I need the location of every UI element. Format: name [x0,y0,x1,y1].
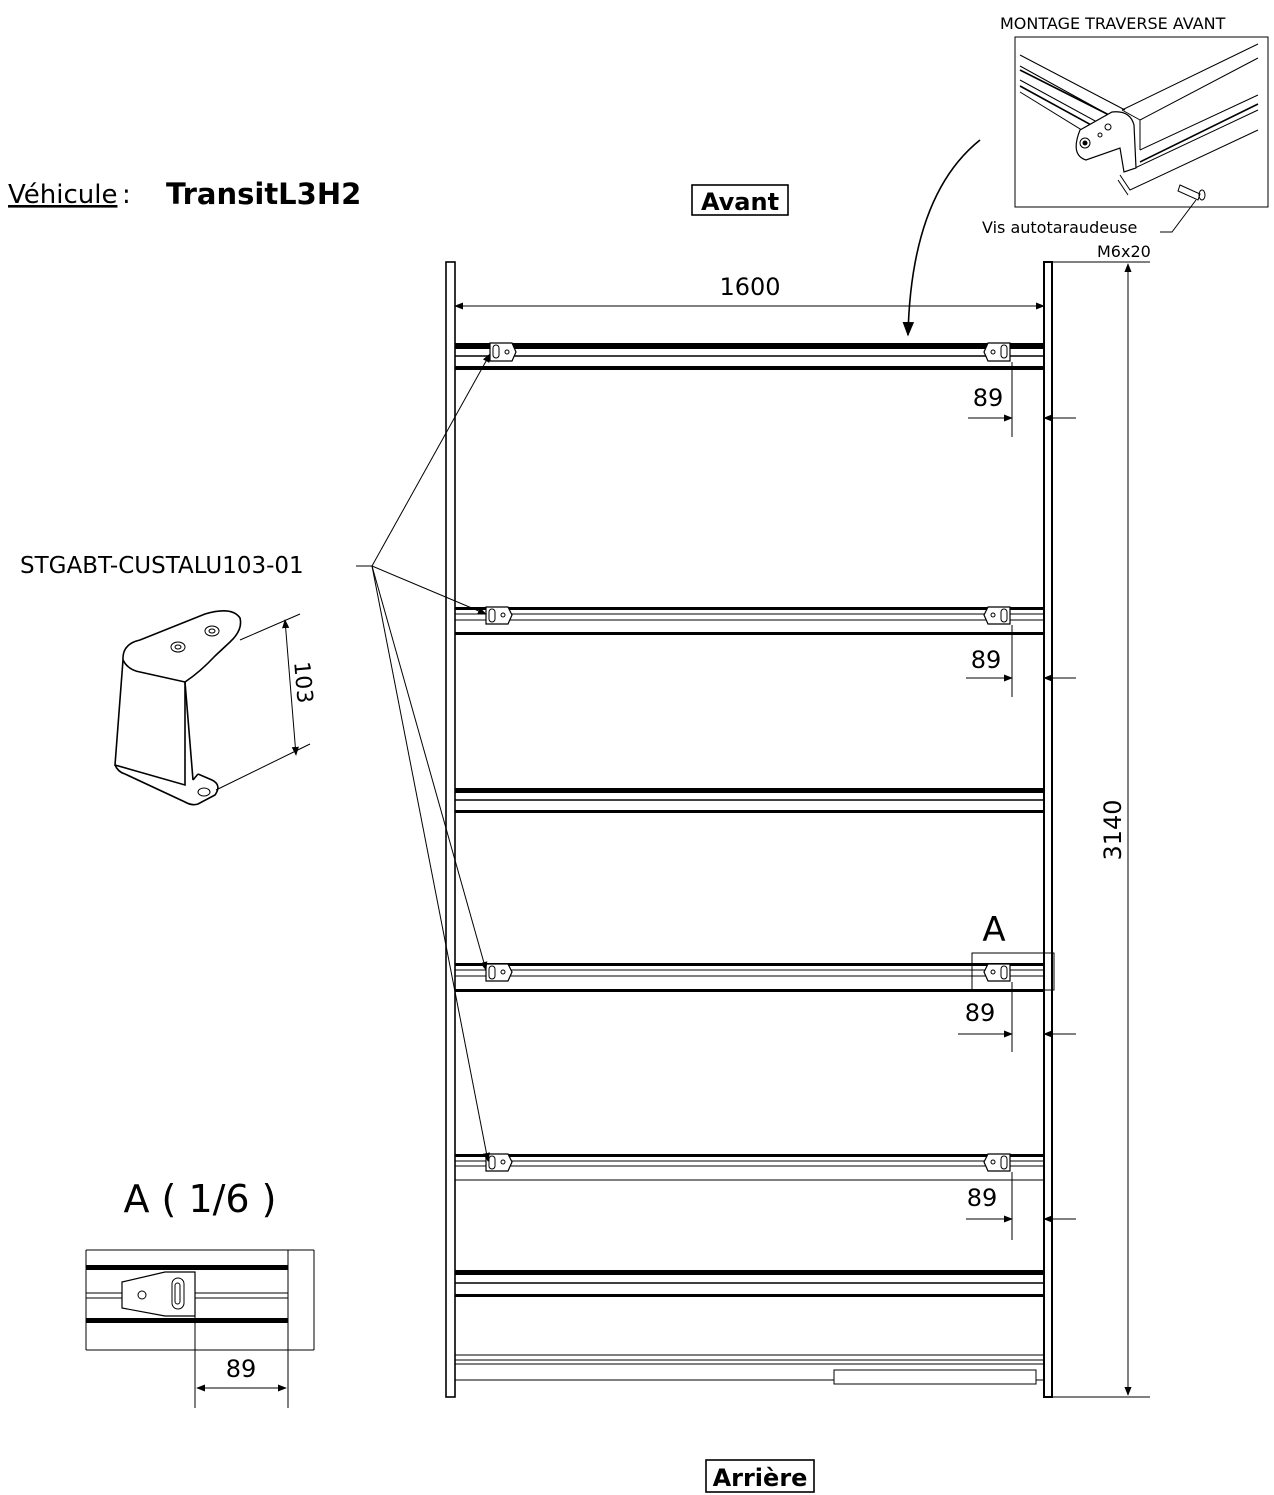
vehicle-model: TransitL3H2 [166,177,361,211]
left-side-wall [445,261,456,1398]
offset-value-4: 89 [967,1184,998,1212]
screw-label-line1: Vis autotaraudeuse [982,218,1137,237]
section-a-title: A ( 1/6 ) [123,1177,276,1221]
crossbar-6 [455,1270,1044,1297]
front-label-text: Avant [701,188,779,216]
bracket-right-1 [983,342,1011,362]
bracket-right-4 [983,1153,1011,1172]
rear-label: Arrière [705,1459,815,1493]
offset-value-1: 89 [973,384,1004,412]
width-value: 1600 [719,273,780,301]
part-reference-label: STGABT-CUSTALU103-01 [20,553,304,579]
crossbar-front [455,343,1044,370]
vehicle-label: Véhicule [8,180,117,210]
crossbar-rear [455,1354,1044,1385]
detail-title: MONTAGE TRAVERSE AVANT [1000,14,1226,33]
bracket-left-4 [485,1153,513,1172]
bracket-height-value: 103 [288,660,317,704]
offset-dimension-3: 89 [958,982,1076,1052]
length-dimension: 3140 [1052,261,1150,1398]
bracket-left-1 [489,342,517,362]
right-side-wall [1043,261,1053,1398]
bracket-left-3 [485,963,513,982]
length-value: 3140 [1099,799,1127,860]
floor-plan: A [445,261,1055,1398]
offset-value-3: 89 [965,999,996,1027]
section-a-offset-value: 89 [226,1355,257,1383]
crossbar-3 [455,788,1044,813]
section-a-marker: A [982,910,1005,950]
detail-frame [1014,36,1269,208]
screw-label-line2: M6x20 [1097,242,1151,261]
vehicle-header: Véhicule : TransitL3H2 [8,177,361,211]
front-label: Avant [691,184,789,216]
crossbar-2 [455,607,1044,635]
bracket-isometric-view: 103 [114,610,317,806]
section-a-callout-box [971,952,1055,991]
rear-label-text: Arrière [713,1464,808,1492]
offset-dimension-4: 89 [966,1172,1076,1240]
bracket-left-2 [485,606,513,625]
vehicle-separator: : [122,180,131,210]
crossbar-4 [455,963,1044,992]
part-reference-callout: STGABT-CUSTALU103-01 [20,353,491,1162]
offset-dimension-2: 89 [966,625,1076,697]
bracket-right-3 [983,963,1011,982]
offset-dimension-1: 89 [968,362,1076,437]
offset-value-2: 89 [971,646,1002,674]
crossbar-5 [455,1154,1044,1181]
bracket-right-2 [983,606,1011,625]
front-crossbar-detail: MONTAGE TRAVERSE AVANT Vis autotaraudeus… [982,14,1269,261]
section-a-view: A ( 1/6 ) 89 [85,1177,315,1408]
width-dimension: 1600 [454,273,1045,310]
